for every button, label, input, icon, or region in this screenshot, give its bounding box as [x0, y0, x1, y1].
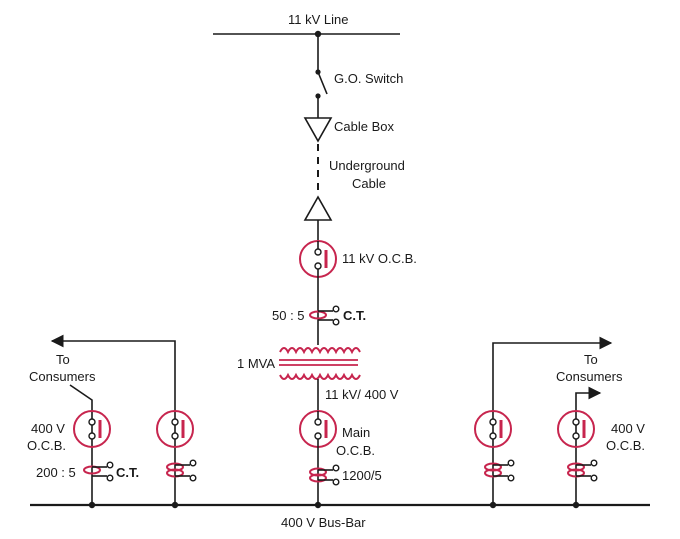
- right-to-label: To: [584, 352, 598, 367]
- busbar-junction-3: [314, 501, 322, 509]
- transformer: [279, 347, 361, 411]
- ocb-11kv: [299, 240, 337, 278]
- cable-box-label: Cable Box: [334, 119, 394, 134]
- transformer-rating: 1 MVA: [237, 356, 275, 371]
- left-ct-label: C.T.: [116, 465, 139, 480]
- right-feeder-1: [474, 336, 613, 505]
- cable-box-top: [303, 117, 333, 143]
- main-ocb-label-line2: O.C.B.: [336, 443, 375, 458]
- underground-label-line2: Cable: [352, 176, 386, 191]
- main-ocb-label-line1: Main: [342, 425, 370, 440]
- right-ocb-label-line1: 400 V: [611, 421, 645, 436]
- left-ocb-label-line1: 400 V: [31, 421, 65, 436]
- busbar-label: 400 V Bus-Bar: [281, 515, 366, 530]
- transformer-voltage: 11 kV/ 400 V: [325, 387, 399, 402]
- right-ocb-label-line2: O.C.B.: [606, 438, 645, 453]
- ct-top: [309, 305, 340, 326]
- left-to-label: To: [56, 352, 70, 367]
- ct-top-label: C.T.: [343, 308, 366, 323]
- right-consumers-label: Consumers: [556, 369, 623, 384]
- left-feeder-2: [50, 334, 197, 505]
- right-feeder-2: [557, 386, 602, 505]
- left-ocb-label-line2: O.C.B.: [27, 438, 66, 453]
- cable-box-bottom: [303, 195, 333, 221]
- underground-label-line1: Underground: [329, 158, 405, 173]
- main-ct-ratio: 1200/5: [342, 468, 382, 483]
- left-consumers-label: Consumers: [29, 369, 96, 384]
- main-ct: [309, 464, 340, 486]
- line-11kv-label: 11 kV Line: [288, 12, 348, 27]
- left-ct-ratio: 200 : 5: [36, 465, 76, 480]
- ocb-11kv-label: 11 kV O.C.B.: [342, 251, 417, 266]
- ct-top-ratio: 50 : 5: [272, 308, 305, 323]
- left-feeder-1: [69, 384, 114, 505]
- main-ocb: [299, 410, 337, 505]
- go-switch: [315, 34, 328, 118]
- go-switch-label: G.O. Switch: [334, 71, 403, 86]
